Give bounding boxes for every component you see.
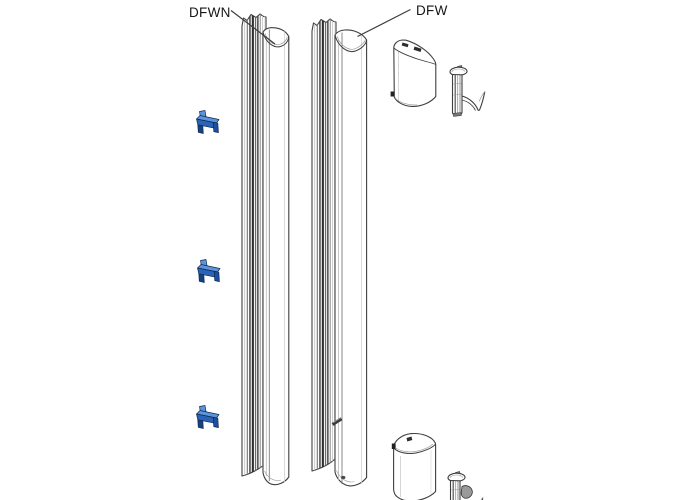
cap-latch xyxy=(390,91,395,97)
dfw-assembly xyxy=(311,18,368,487)
retaining-pin xyxy=(331,417,343,426)
dfwn-assembly xyxy=(241,13,290,486)
dfwn-channel-profile xyxy=(241,13,267,477)
cap-slot-3 xyxy=(406,436,413,442)
top-end-cap xyxy=(390,39,437,107)
dfw-leader-line xyxy=(357,8,411,38)
dfw-label: DFW xyxy=(416,3,448,18)
bottom-hook-bracket xyxy=(447,470,484,500)
mounting-clip-2 xyxy=(197,259,221,283)
cap-latch-bottom xyxy=(391,443,396,449)
top-hook-bracket xyxy=(449,64,486,118)
bottom-end-cap xyxy=(391,432,437,500)
cap-slot-2 xyxy=(413,46,422,52)
mounting-clip-3 xyxy=(196,405,220,429)
cover-bottom-stud xyxy=(341,475,346,480)
cap-slot-1 xyxy=(401,42,409,48)
dfwn-leader-line xyxy=(230,10,276,45)
dfwn-label: DFWN xyxy=(189,5,231,20)
dfw-channel-profile xyxy=(311,18,337,472)
dfwn-cover-profile xyxy=(262,27,290,486)
dfw-cover-profile xyxy=(334,29,368,487)
mounting-clip-1 xyxy=(196,110,220,134)
